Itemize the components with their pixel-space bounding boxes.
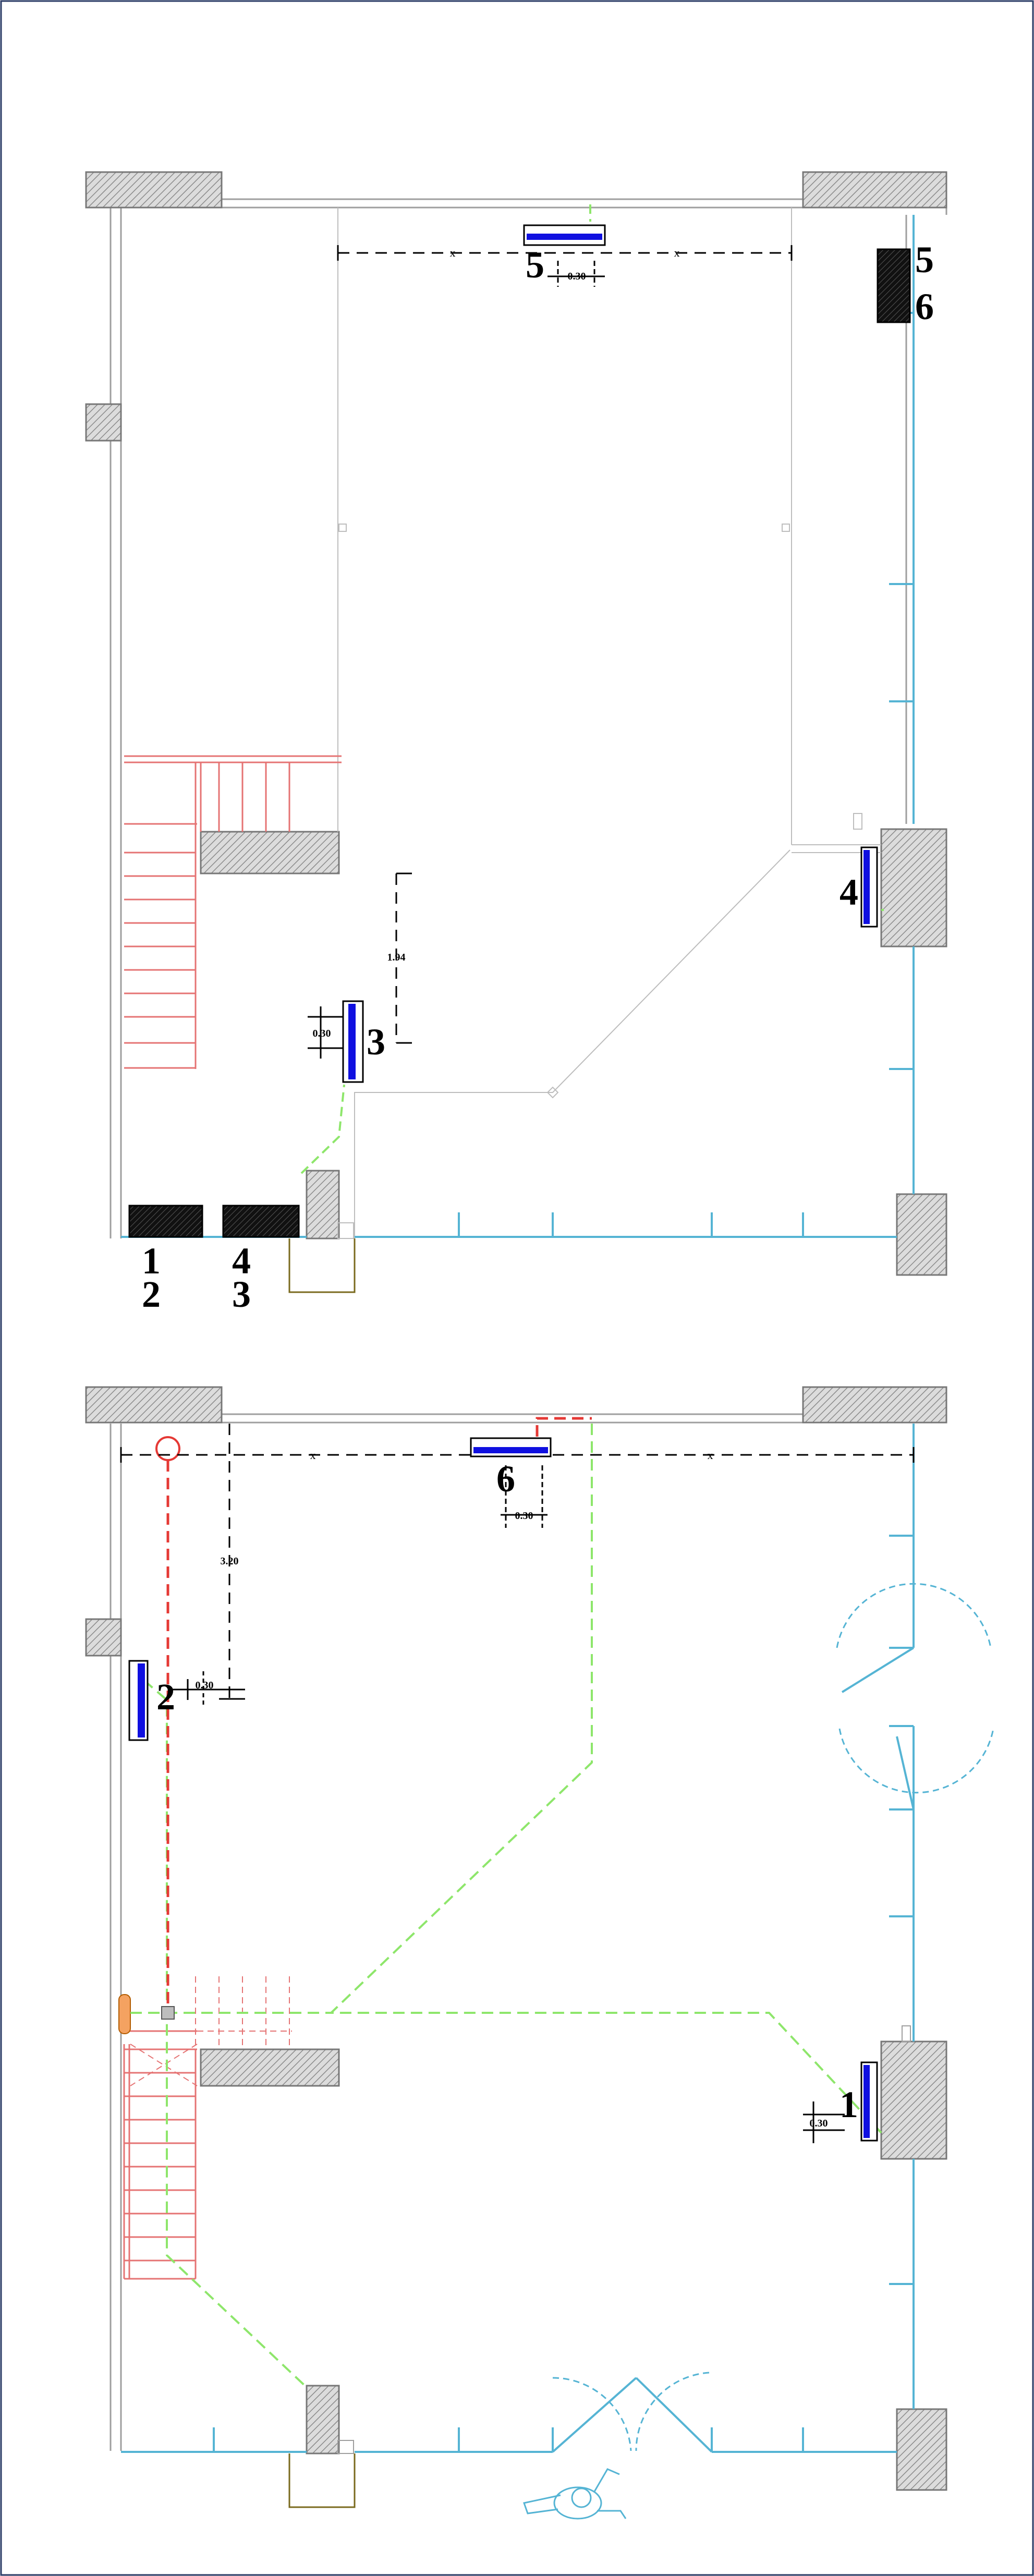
column	[306, 2385, 340, 2455]
column-notch	[902, 2025, 911, 2042]
upper-dimensions	[308, 245, 793, 1059]
upper-unit-labels: 5 3 4 5 6 1 2 4 3	[142, 239, 934, 1315]
label-lower-unit-6: 6	[496, 1458, 515, 1500]
label-outdoor-6: 6	[915, 286, 934, 327]
column	[200, 2048, 340, 2087]
dim-wall-height: 1.94	[387, 952, 406, 963]
upper-green-path	[300, 204, 884, 1174]
label-outdoor-4: 4	[232, 1240, 251, 1282]
column-notch	[337, 2440, 354, 2454]
lower-dimensions	[120, 1424, 915, 2143]
dim-top-left-x: x	[450, 246, 456, 259]
label-upper-unit-4: 4	[840, 871, 858, 913]
column	[896, 2408, 947, 2491]
lower-walls	[110, 1413, 803, 2451]
dim-top-right-x: x	[674, 246, 680, 259]
outdoor-unit-4-3	[222, 1205, 300, 1238]
upper-indoor-units	[342, 224, 878, 1083]
indoor-unit-5-coil	[527, 234, 602, 240]
dim-lower-side-offset: 0.30	[196, 1680, 214, 1691]
label-outdoor-2: 2	[142, 1273, 161, 1315]
label-outdoor-5: 5	[915, 239, 934, 281]
column	[85, 403, 122, 442]
label-lower-unit-1: 1	[840, 2084, 858, 2125]
dim-lower-top-right-x: x	[708, 1449, 713, 1462]
dim-lower-top-left-x: x	[310, 1449, 316, 1462]
label-upper-unit-3: 3	[367, 1021, 385, 1063]
door-canopy	[288, 2453, 356, 2508]
column	[85, 1386, 223, 1424]
lower-green-path	[129, 1424, 882, 2389]
upper-staircase	[124, 755, 342, 1069]
lower-red-path	[166, 1417, 592, 2013]
indoor-unit-2-coil	[138, 1663, 145, 1737]
lower-cyan-walls	[121, 1424, 915, 2453]
dim-lower-right-offset: 0.30	[810, 2118, 828, 2129]
indoor-unit-3-coil	[348, 1004, 356, 1079]
column	[85, 171, 223, 209]
lower-staircase	[123, 2030, 197, 2280]
outdoor-unit-1-2	[128, 1205, 203, 1238]
dim-top-offset: 0.30	[568, 271, 586, 282]
column	[896, 1193, 947, 1276]
lower-unit-labels: 6 2 1	[156, 1458, 858, 2125]
column	[306, 1170, 340, 1240]
column	[85, 1618, 122, 1657]
indoor-unit-4-coil	[863, 850, 870, 924]
label-lower-unit-2: 2	[156, 1676, 175, 1718]
column	[880, 828, 947, 947]
indoor-unit-6-coil	[473, 1447, 548, 1453]
person-icon	[523, 2468, 627, 2520]
junction-box-icon	[161, 2006, 175, 2020]
wall-heater	[118, 1994, 131, 2034]
dim-lower-top-offset: 0.30	[515, 1510, 533, 1522]
column	[802, 171, 947, 209]
indoor-unit-1-coil	[863, 2065, 870, 2138]
upper-outdoor-units	[128, 248, 911, 1238]
column	[802, 1386, 947, 1424]
outdoor-unit-5-6	[877, 248, 911, 323]
column	[200, 831, 340, 874]
upper-plan: x x 0.30 1.94 0.30 5 3 4 5 6 1	[85, 171, 947, 1315]
mezzanine-outline	[337, 208, 881, 1239]
dim-lower-side-height: 3.20	[221, 1556, 239, 1567]
lower-door-swings	[552, 1583, 994, 2451]
upper-cyan-walls	[121, 215, 915, 1238]
column	[880, 2040, 947, 2160]
upper-walls	[110, 198, 947, 1238]
label-outdoor-3: 3	[232, 1273, 251, 1315]
door-canopy	[288, 1238, 356, 1293]
label-outdoor-1: 1	[142, 1240, 161, 1282]
lower-indoor-units	[128, 1437, 878, 2142]
dim-wall-offset: 0.30	[313, 1028, 331, 1039]
label-upper-unit-5: 5	[526, 244, 544, 286]
lower-plan: x x 0.30 3.20 0.30 0.30 6 2 1	[85, 1386, 994, 2520]
drain-point-icon	[155, 1436, 180, 1461]
